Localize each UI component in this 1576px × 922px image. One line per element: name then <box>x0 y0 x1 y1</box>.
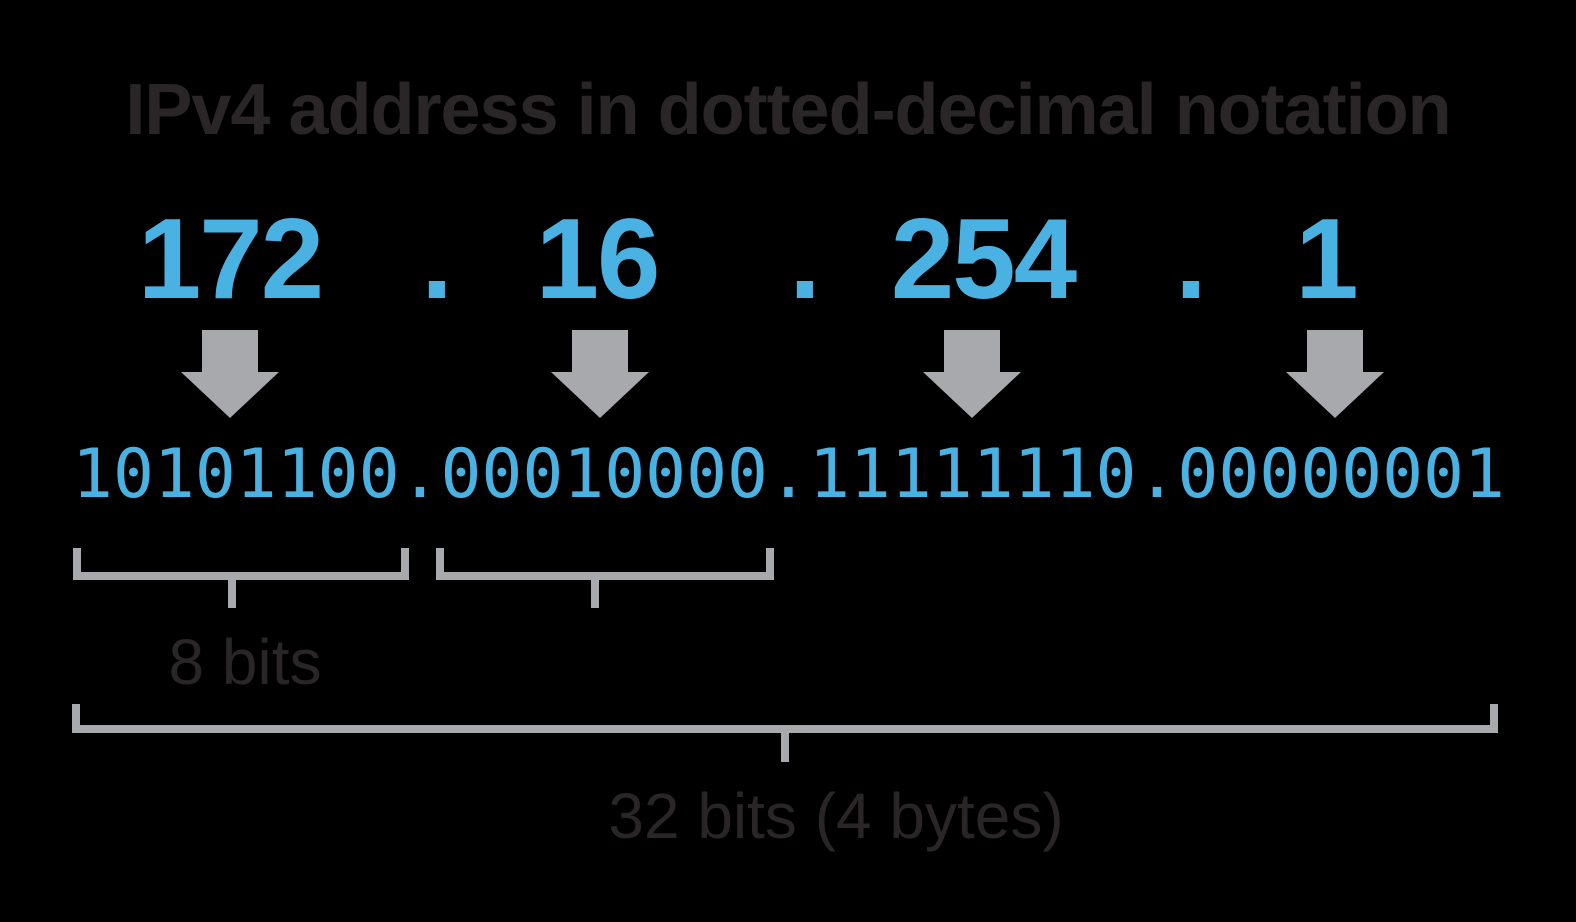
binary-separator-3: . <box>1136 435 1178 514</box>
bracket-right-edge <box>1490 704 1498 733</box>
dotted-decimal-row: 172 . 16 . 254 . 1 <box>0 203 1576 323</box>
decimal-octet-4: 1 <box>1295 196 1358 323</box>
decimal-separator-2: . <box>789 196 821 323</box>
down-arrow-icon <box>923 330 1021 418</box>
down-arrow-icon <box>551 330 649 418</box>
decimal-octet-1: 172 <box>137 196 324 323</box>
bracket-right-edge <box>401 548 409 580</box>
binary-octet-2: 00010000 <box>440 435 768 514</box>
decimal-octet-2: 16 <box>535 196 661 323</box>
binary-separator-2: . <box>767 435 809 514</box>
bracket-tick <box>781 733 789 762</box>
bracket-tick <box>228 580 236 608</box>
binary-row: 10101100.00010000.11111110.00000001 <box>72 441 1505 509</box>
down-arrow-icon <box>1286 330 1384 418</box>
binary-separator-1: . <box>399 435 441 514</box>
bracket-left-edge <box>436 548 444 580</box>
bracket-bar <box>436 572 774 580</box>
binary-octet-1: 10101100 <box>72 435 400 514</box>
bracket-tick <box>591 580 599 608</box>
bracket-left-edge <box>73 548 81 580</box>
binary-octet-3: 11111110 <box>808 435 1137 514</box>
binary-octet-4: 00000001 <box>1177 435 1505 514</box>
bracket-bar <box>73 572 409 580</box>
bracket-bar <box>72 725 1498 733</box>
octet-bits-label: 8 bits <box>168 626 322 698</box>
decimal-separator-3: . <box>1175 196 1207 323</box>
total-bits-label: 32 bits (4 bytes) <box>608 780 1064 852</box>
diagram-title: IPv4 address in dotted-decimal notation <box>125 70 1451 150</box>
decimal-separator-1: . <box>421 196 453 323</box>
bracket-right-edge <box>766 548 774 580</box>
down-arrow-icon <box>181 330 279 418</box>
bracket-left-edge <box>72 704 80 733</box>
decimal-octet-3: 254 <box>890 196 1077 323</box>
